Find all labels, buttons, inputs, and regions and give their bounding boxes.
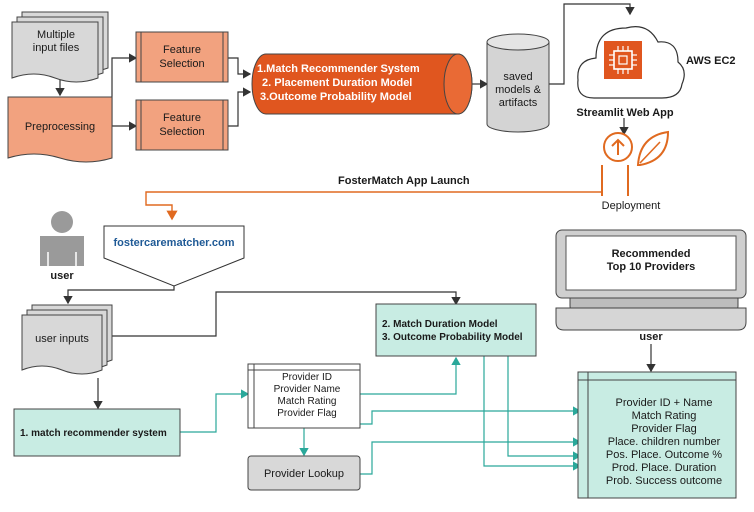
models-cylinder: 1.Match Recommender System 2. Placement … <box>251 53 473 115</box>
saved-label: saved <box>503 71 532 83</box>
models-box-line: 3. Outcome Probability Model <box>382 332 523 343</box>
deployment-label: Deployment <box>602 200 661 212</box>
provider-lookup-label: Provider Lookup <box>264 468 344 480</box>
multiple-input-files: Multiple input files <box>11 11 109 83</box>
deployment-icon: Deployment <box>601 130 670 212</box>
user-avatar-icon: user <box>40 211 84 282</box>
result-line: Pos. Place. Outcome % <box>606 449 722 461</box>
feature-selection-label: Selection <box>159 58 204 70</box>
models-box-line: 2. Match Duration Model <box>382 319 498 330</box>
feature-selection-label: Selection <box>159 126 204 138</box>
provider-field: Match Rating <box>278 396 337 407</box>
multiple-files-line1: Multiple <box>37 29 75 41</box>
result-line: Prob. Success outcome <box>606 475 722 487</box>
cylinder-line1: 1.Match Recommender System <box>257 63 420 75</box>
aws-ec2-cloud: AWS EC2 Streamlit Web App <box>576 26 736 119</box>
result-line: Match Rating <box>632 410 697 422</box>
user-inputs-docs: user inputs <box>21 304 113 375</box>
feature-selection-bottom: Feature Selection <box>135 99 229 151</box>
results-box: Provider ID + Name Match Rating Provider… <box>577 371 737 499</box>
feature-selection-label: Feature <box>163 44 201 56</box>
middle-connectors <box>63 286 582 475</box>
saved-models-db: saved models & artifacts <box>486 33 550 133</box>
streamlit-label: Streamlit Web App <box>576 107 673 119</box>
provider-fields-box: Provider ID Provider Name Match Rating P… <box>247 363 361 429</box>
match-system-label: 1. match recommender system <box>20 428 167 439</box>
cylinder-line3: 3.Outcome Probability Model <box>260 91 412 103</box>
launch-connector <box>145 191 602 221</box>
provider-field: Provider Name <box>274 384 341 395</box>
provider-field: Provider ID <box>282 372 332 383</box>
saved-label: models & <box>495 84 542 96</box>
preprocessing-node: Preprocessing <box>7 96 113 163</box>
website-link[interactable]: fostercarematcher.com <box>113 237 234 249</box>
monitor-display: Recommended Top 10 Providers user <box>555 229 747 373</box>
feature-selection-top: Feature Selection <box>135 31 229 83</box>
feature-selection-label: Feature <box>163 112 201 124</box>
match-recommender-box: 1. match recommender system <box>13 408 181 457</box>
user-label: user <box>50 270 74 282</box>
provider-field: Provider Flag <box>277 408 336 419</box>
preprocessing-label: Preprocessing <box>25 121 95 133</box>
result-line: Provider ID + Name <box>616 397 713 409</box>
user-inputs-label: user inputs <box>35 333 89 345</box>
multiple-files-line2: input files <box>33 42 80 54</box>
result-line: Prod. Place. Duration <box>612 462 717 474</box>
aws-ec2-label: AWS EC2 <box>686 55 736 67</box>
result-line: Place. children number <box>608 436 721 448</box>
cylinder-line2: 2. Placement Duration Model <box>262 77 412 89</box>
duration-outcome-models-box: 2. Match Duration Model 3. Outcome Proba… <box>375 303 537 357</box>
monitor-title-line: Recommended <box>612 248 691 260</box>
monitor-user-label: user <box>639 331 663 343</box>
provider-lookup-box: Provider Lookup <box>247 455 361 491</box>
launch-label: FosterMatch App Launch <box>338 175 470 187</box>
website-node[interactable]: fostercarematcher.com <box>103 225 245 287</box>
monitor-title-line: Top 10 Providers <box>607 261 695 273</box>
saved-label: artifacts <box>499 97 538 109</box>
result-line: Provider Flag <box>631 423 696 435</box>
